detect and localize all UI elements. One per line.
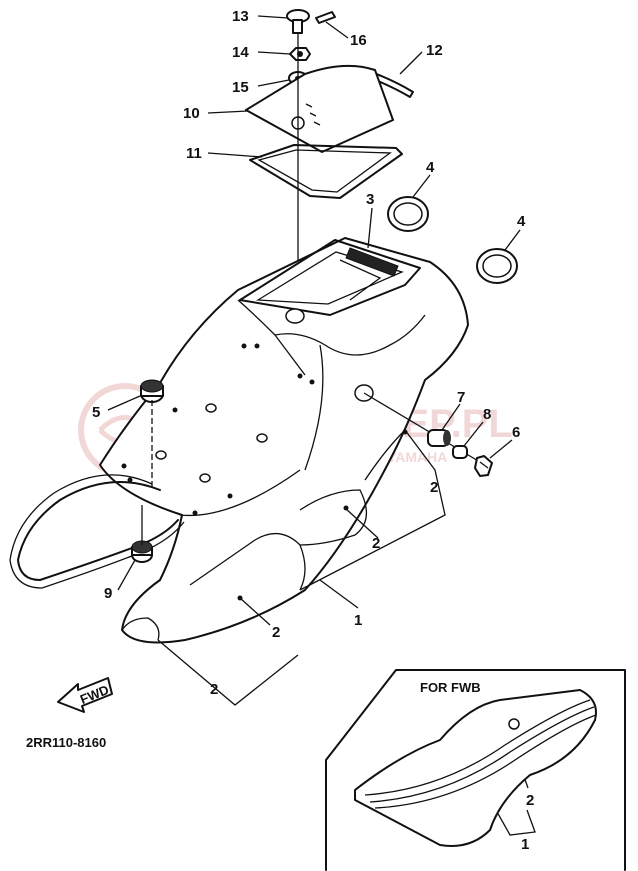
- damper-9: [131, 540, 153, 563]
- label-13: 13: [232, 8, 249, 25]
- label-2d: 2: [210, 681, 218, 698]
- part-code: 2RR110-8160: [26, 735, 106, 750]
- seat-cowl: [99, 237, 469, 644]
- label-10: 10: [183, 105, 200, 122]
- label-11: 11: [186, 145, 202, 162]
- damper-5: [140, 379, 164, 403]
- nut-14: [289, 47, 311, 61]
- label-9: 9: [104, 585, 112, 602]
- label-2e: 2: [526, 792, 534, 809]
- label-15: 15: [232, 79, 249, 96]
- bolt-13: [286, 9, 310, 34]
- label-12: 12: [426, 42, 443, 59]
- label-2a: 2: [430, 479, 438, 496]
- seal-11: [249, 144, 403, 199]
- clip-16: [315, 11, 336, 24]
- label-4b: 4: [517, 213, 526, 230]
- part-labels: 13 16 14 15 12 10 11 4 4 3 5 9 7 8 6 2 2…: [92, 8, 526, 698]
- label-7: 7: [457, 389, 465, 406]
- label-3: 3: [366, 191, 374, 208]
- fwd-label: FWD: [78, 682, 111, 707]
- label-5: 5: [92, 404, 100, 421]
- label-6: 6: [512, 424, 520, 441]
- label-2c: 2: [272, 624, 280, 641]
- cover-10: [245, 64, 394, 153]
- label-16: 16: [350, 32, 367, 49]
- collar-7: [427, 429, 451, 447]
- label-4a: 4: [426, 159, 435, 176]
- leader-lines: [107, 15, 536, 836]
- screw-6: [474, 455, 493, 477]
- label-2b: 2: [372, 535, 380, 552]
- label-1b: 1: [521, 836, 529, 853]
- spacer-8: [452, 445, 468, 459]
- label-8: 8: [483, 406, 491, 423]
- fwd-arrow: FWD: [57, 677, 113, 713]
- o-ring-4a: [387, 196, 429, 232]
- inset-title: FOR FWB: [420, 680, 481, 695]
- label-14: 14: [232, 44, 249, 61]
- label-1a: 1: [354, 612, 362, 629]
- o-ring-4b: [476, 248, 518, 284]
- inset-fwb: FOR FWB 2 1: [325, 669, 626, 871]
